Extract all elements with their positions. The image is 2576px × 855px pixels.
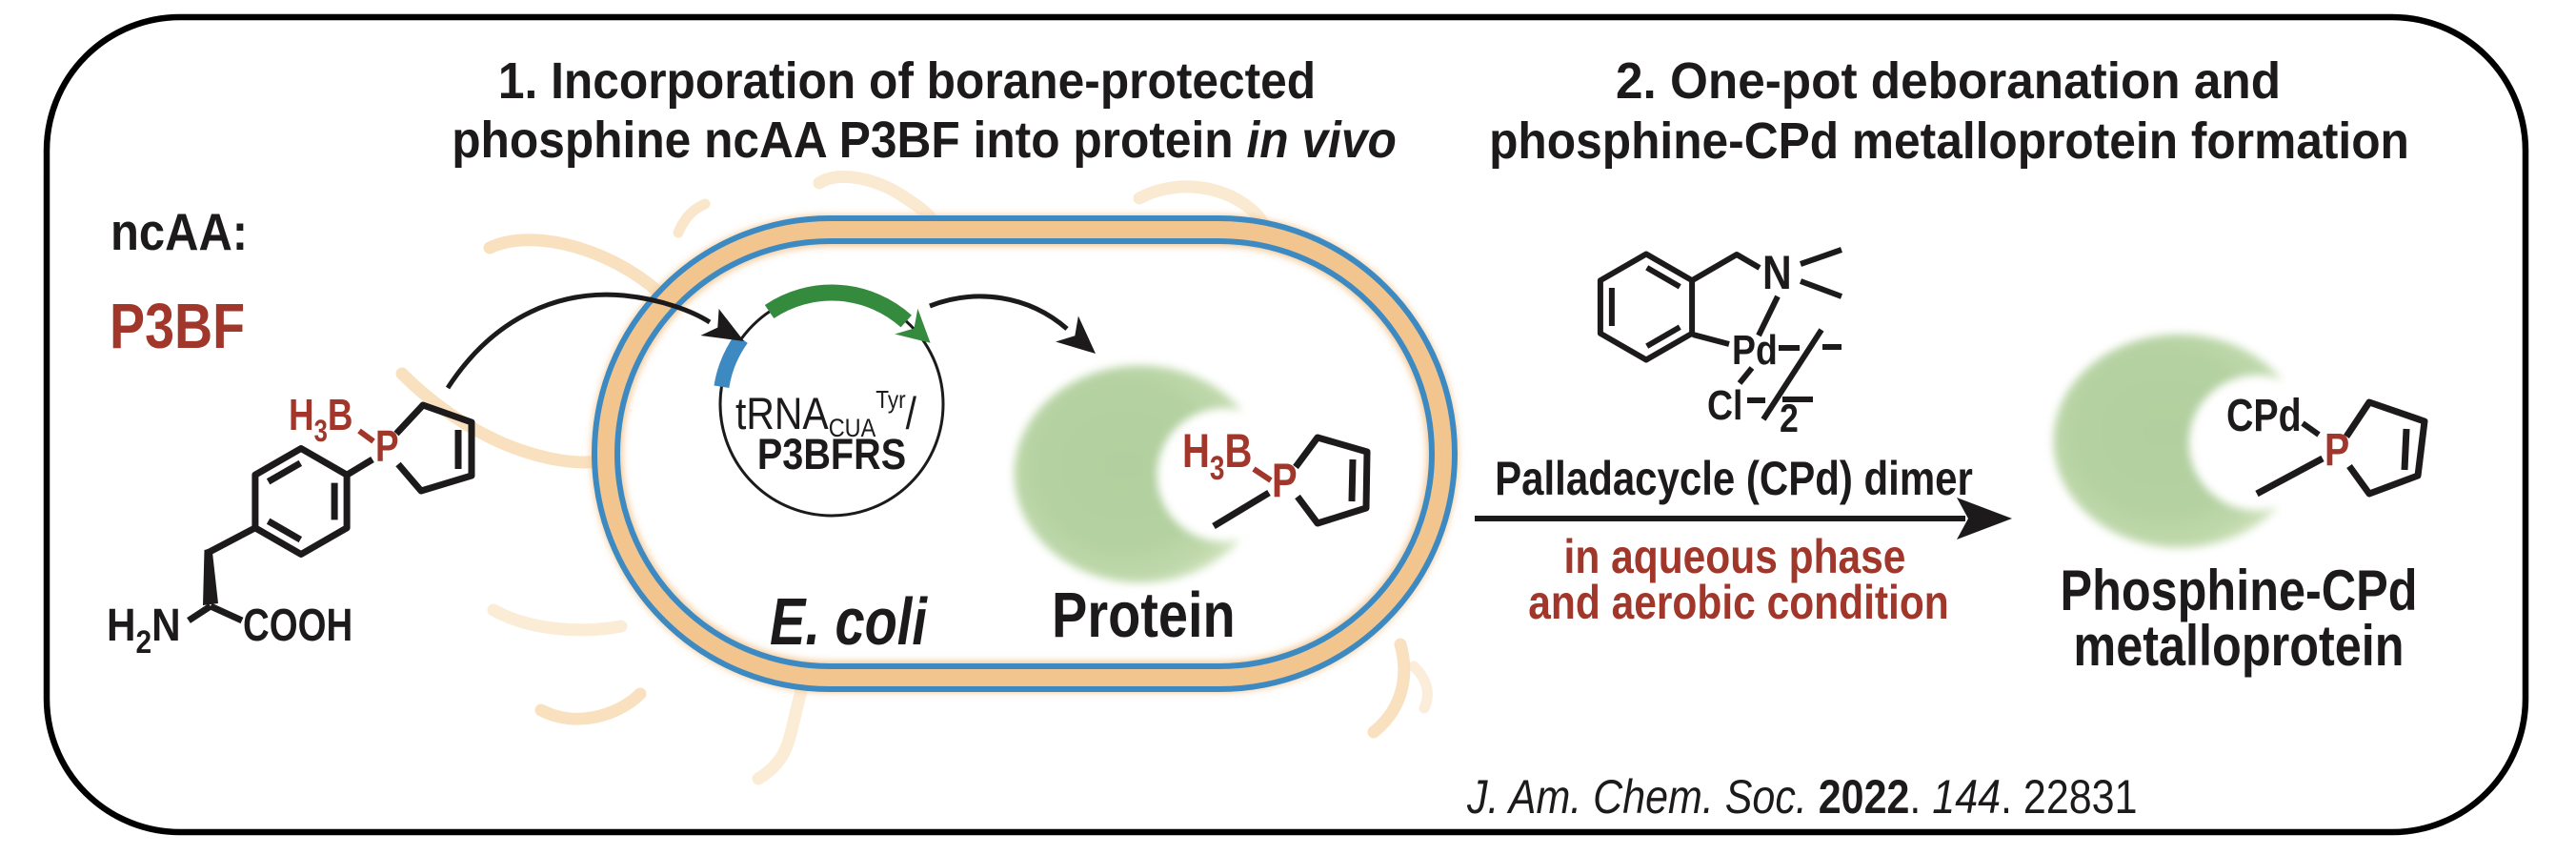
svg-text:N: N bbox=[1762, 246, 1792, 299]
svg-text:2. One-pot deboranation and: 2. One-pot deboranation and bbox=[1616, 52, 2281, 110]
svg-text:Palladacycle (CPd) dimer: Palladacycle (CPd) dimer bbox=[1495, 452, 1973, 505]
svg-text:CPd: CPd bbox=[2226, 390, 2302, 441]
svg-text:H3B: H3B bbox=[1182, 424, 1252, 487]
svg-text:Pd: Pd bbox=[1732, 326, 1778, 374]
svg-text:metalloprotein: metalloprotein bbox=[2073, 614, 2404, 678]
svg-text:Protein: Protein bbox=[1052, 580, 1236, 651]
svg-text:P3BFRS: P3BFRS bbox=[757, 431, 906, 478]
svg-text:COOH: COOH bbox=[243, 601, 352, 651]
svg-text:phosphine-CPd metalloprotein f: phosphine-CPd metalloprotein formation bbox=[1489, 112, 2409, 169]
svg-text:P: P bbox=[375, 421, 399, 471]
svg-text:J. Am. Chem. Soc. 2022. 144. 2: J. Am. Chem. Soc. 2022. 144. 22831 bbox=[1466, 770, 2137, 824]
svg-text:1. Incorporation of borane-pro: 1. Incorporation of borane-protected bbox=[498, 51, 1316, 109]
svg-text:phosphine ncAA P3BF into prote: phosphine ncAA P3BF into protein in vivo bbox=[452, 111, 1397, 168]
svg-text:Cl: Cl bbox=[1707, 381, 1742, 429]
svg-text:and aerobic condition: and aerobic condition bbox=[1528, 576, 1948, 629]
svg-text:E. coli: E. coli bbox=[770, 585, 928, 659]
svg-text:P: P bbox=[2324, 424, 2349, 476]
svg-text:Phosphine-CPd: Phosphine-CPd bbox=[2060, 559, 2417, 622]
svg-text:in aqueous phase: in aqueous phase bbox=[1564, 530, 1906, 583]
svg-text:2: 2 bbox=[1780, 397, 1799, 440]
svg-text:P: P bbox=[1272, 454, 1298, 507]
svg-text:ncAA:: ncAA: bbox=[111, 203, 248, 261]
svg-text:P3BF: P3BF bbox=[110, 291, 245, 362]
